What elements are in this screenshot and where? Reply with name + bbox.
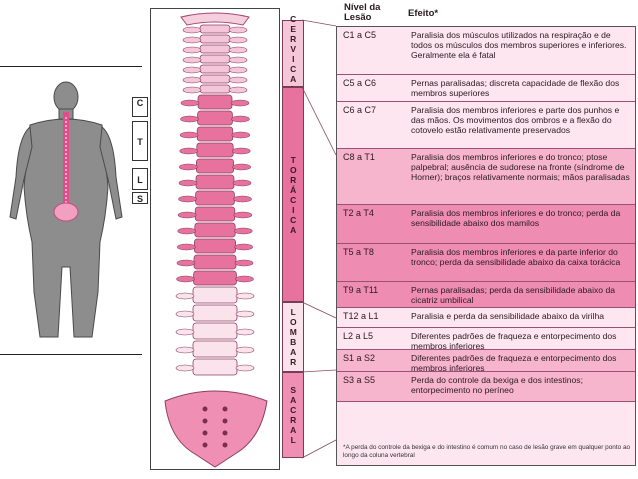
spinal-column-illustration — [164, 12, 268, 468]
row-effect: Paralisia dos músculos utilizados na res… — [411, 30, 627, 60]
row-effect: Diferentes padrões de fraqueza e entorpe… — [411, 353, 617, 373]
vertebra — [177, 238, 253, 254]
row-effect: Paralisia dos membros inferiores e do tr… — [411, 152, 630, 182]
sacral-foramen — [202, 406, 208, 412]
vertebra — [177, 222, 253, 238]
region-tab-cervical: CERVICAL — [282, 14, 304, 94]
vertebra — [175, 322, 255, 340]
vertebra — [179, 126, 251, 142]
human-back-figure — [9, 81, 123, 338]
table-row: C6 a C7 Paralisia dos membros inferiores … — [337, 102, 635, 149]
vertebra — [178, 190, 252, 206]
row-level: C1 a C5 — [343, 30, 377, 40]
row-level: T2 a T4 — [343, 208, 374, 218]
vertebra — [180, 94, 250, 110]
row-level: L2 a L5 — [343, 331, 374, 341]
row-effect: Perda do controle da bexiga e dos intest… — [411, 375, 583, 395]
vertebra — [179, 158, 251, 174]
table-row: L2 a L5 Diferentes padrões de fraqueza e … — [337, 328, 635, 351]
vertebra — [175, 358, 255, 376]
body-figure-panel — [0, 66, 142, 355]
mini-label-s: S — [132, 192, 148, 204]
header-level: Nível da Lesão — [344, 2, 381, 23]
sacral-foramen — [202, 430, 208, 436]
row-level: T5 a T8 — [343, 247, 374, 257]
row-effect: Paralisia e perda da sensibilidade abaix… — [411, 311, 605, 321]
tab-connector-lines — [302, 19, 337, 459]
row-effect: Pernas paralisadas; perda da sensibilida… — [411, 285, 616, 305]
vertebra — [176, 270, 254, 286]
row-level: C8 a T1 — [343, 152, 375, 162]
vertebra — [177, 206, 253, 222]
table-row: S3 a S5 Perda do controle da bexiga e dos… — [337, 372, 635, 402]
row-level: C5 a C6 — [343, 78, 377, 88]
table-row: S1 a S2 Diferentes padrões de fraqueza e … — [337, 350, 635, 373]
table-row: T12 a L1 Paralisia e perda da sensibilida… — [337, 308, 635, 328]
table-row: T5 a T8 Paralisia dos membros inferiores … — [337, 244, 635, 282]
vertebra — [182, 54, 248, 64]
row-effect: Paralisia dos membros inferiores e da pa… — [411, 247, 621, 267]
row-effect: Diferentes padrões de fraqueza e entorpe… — [411, 331, 617, 351]
vertebra — [178, 174, 252, 190]
table-row: C1 a C5 Paralisia dos músculos utilizados… — [337, 27, 635, 75]
vertebra — [176, 254, 254, 270]
vertebra — [180, 110, 250, 126]
row-level: S1 a S2 — [343, 353, 376, 363]
mini-label-l: L — [132, 168, 148, 190]
vertebra — [175, 340, 255, 358]
sacral-foramen — [222, 406, 228, 412]
region-tab-sacral: SACRAL — [282, 372, 304, 458]
header-effect: Efeito* — [408, 8, 439, 19]
vertebra — [175, 286, 255, 304]
footnote: *A perda do controle da bexiga e do inte… — [343, 444, 631, 459]
table-header: Nível da Lesão Efeito* — [340, 3, 630, 25]
table-row: T9 a T11 Pernas paralisadas; perda da sen… — [337, 282, 635, 308]
row-effect: Paralisia dos membros inferiores e parte… — [411, 105, 620, 135]
table-row: C8 a T1 Paralisia dos membros inferiores … — [337, 149, 635, 205]
sacral-foramen — [222, 418, 228, 424]
row-effect: Pernas paralisadas; discreta capacidade … — [411, 78, 620, 98]
spine-panel — [150, 8, 280, 470]
vertebra — [182, 34, 248, 44]
row-level: S3 a S5 — [343, 375, 376, 385]
vertebra — [182, 84, 248, 94]
table-row: T2 a T4 Paralisia dos membros inferiores … — [337, 205, 635, 244]
injury-effects-table: C1 a C5 Paralisia dos músculos utilizados… — [336, 26, 636, 466]
vertebra — [182, 74, 248, 84]
skull-base — [180, 12, 250, 26]
sacral-foramen — [222, 442, 228, 448]
vertebra — [182, 44, 248, 54]
row-effect: Paralisia dos membros inferiores e do tr… — [411, 208, 621, 228]
row-level: T12 a L1 — [343, 311, 379, 321]
row-level: T9 a T11 — [343, 285, 379, 295]
region-tab-thoracic: TORÁCICA — [282, 87, 304, 302]
region-tab-lumbar: LOMBAR — [282, 302, 304, 372]
vertebra — [179, 142, 251, 158]
sacral-foramen — [202, 418, 208, 424]
vertebra — [182, 24, 248, 34]
vertebra — [182, 64, 248, 74]
mini-label-t: T — [132, 121, 148, 161]
sacral-foramen — [202, 442, 208, 448]
table-row: C5 a C6 Pernas paralisadas; discreta capa… — [337, 75, 635, 102]
sacrum — [164, 390, 268, 468]
mini-label-c: C — [132, 97, 148, 117]
sacral-foramen — [222, 430, 228, 436]
row-level: C6 a C7 — [343, 105, 377, 115]
vertebra — [175, 304, 255, 322]
